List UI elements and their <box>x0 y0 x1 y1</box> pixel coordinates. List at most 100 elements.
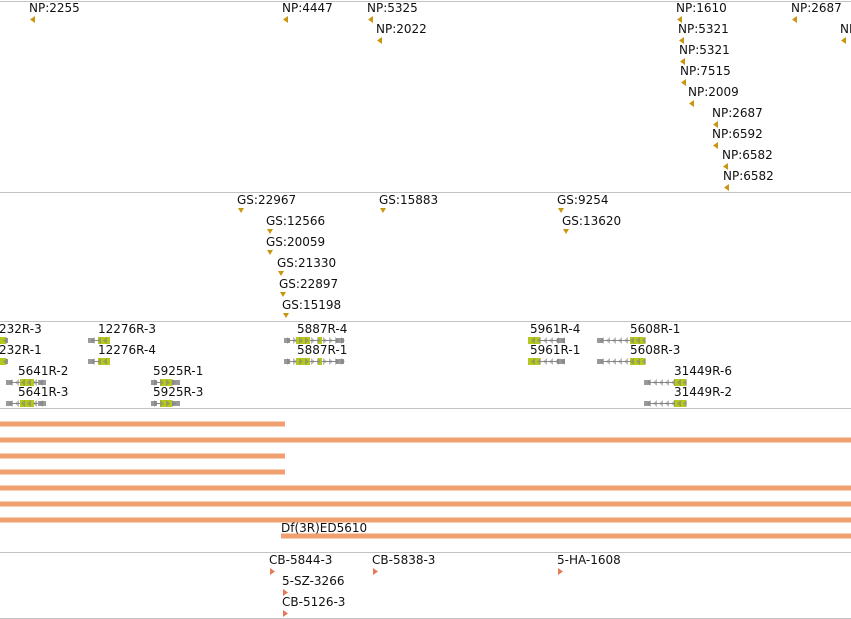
np-insertion[interactable]: NP:2022 <box>376 22 427 44</box>
strand-chevron <box>341 358 345 365</box>
strand-chevron <box>642 337 646 344</box>
gs-insertion[interactable]: GS:22967 <box>237 193 296 213</box>
strand-chevron <box>287 337 291 344</box>
transcript[interactable]: 5887R-1 <box>284 343 347 365</box>
strand-chevron <box>561 337 565 344</box>
transcript[interactable]: 5608R-1 <box>597 322 680 344</box>
strand-chevron <box>612 337 616 344</box>
transcript-label: 12276R-4 <box>98 343 156 357</box>
strand-chevron <box>166 379 170 386</box>
gs-insertion[interactable]: GS:9254 <box>557 193 609 213</box>
deficiency-bar[interactable] <box>0 469 285 475</box>
transcript[interactable]: 31449R-2 <box>644 385 732 407</box>
insertion-marker <box>267 250 273 255</box>
transcript-label: 12276R-3 <box>98 322 156 336</box>
strand-chevron <box>91 358 95 365</box>
transcript-label: 5925R-1 <box>153 364 203 378</box>
strand-chevron <box>27 379 31 386</box>
deficiency-bar[interactable] <box>0 437 851 443</box>
strand-chevron <box>335 337 339 344</box>
insertion-label: NP:7515 <box>680 64 731 78</box>
insertion-marker <box>280 292 286 297</box>
cb-insertion[interactable]: 5-SZ-3266 <box>282 574 344 596</box>
deficiency-bar[interactable] <box>0 501 851 507</box>
transcript[interactable]: 5641R-3 <box>6 385 68 407</box>
transcript-label: 232R-3 <box>0 322 42 336</box>
insertion-marker <box>30 16 35 23</box>
transcript[interactable]: 5887R-4 <box>284 322 347 344</box>
np-insertion[interactable]: NP:6582 <box>723 169 774 191</box>
insertion-label: GS:20059 <box>266 235 325 249</box>
deficiency-bar[interactable] <box>0 421 285 427</box>
insertion-label: NP:6582 <box>722 148 773 162</box>
gs-insertion[interactable]: GS:22897 <box>279 277 338 297</box>
strand-chevron <box>671 400 675 407</box>
strand-chevron <box>549 358 553 365</box>
np-insertion[interactable]: NP:1610 <box>676 1 727 23</box>
insertion-label: NI <box>840 22 851 36</box>
strand-chevron <box>293 358 297 365</box>
gs-insertion[interactable]: GS:15883 <box>379 193 438 213</box>
cb-insertion[interactable]: CB-5838-3 <box>372 553 435 575</box>
deficiency-bar[interactable] <box>0 517 851 523</box>
insertion-label: NP:2687 <box>712 106 763 120</box>
transcript[interactable]: 5961R-1 <box>528 343 580 365</box>
insertion-marker <box>681 79 686 86</box>
strand-chevron <box>172 400 176 407</box>
strand-chevron <box>21 379 25 386</box>
strand-chevron <box>618 337 622 344</box>
np-insertion[interactable]: NP:2009 <box>688 85 739 107</box>
strand-chevron <box>531 337 535 344</box>
transcript[interactable]: 5608R-3 <box>597 343 680 365</box>
np-insertion[interactable]: NP:4447 <box>282 1 333 23</box>
strand-chevron <box>647 400 651 407</box>
insertion-label: GS:22897 <box>279 277 338 291</box>
deficiency-label[interactable]: Df(3R)ED5610 <box>281 521 367 535</box>
cb-insertion[interactable]: CB-5126-3 <box>282 595 345 617</box>
strand-chevron <box>659 379 663 386</box>
np-insertion[interactable]: NP:2255 <box>29 1 80 23</box>
transcript[interactable]: 5925R-3 <box>151 385 203 407</box>
insertion-label: CB-5838-3 <box>372 553 435 567</box>
strand-chevron <box>39 400 43 407</box>
transcript[interactable]: 5925R-1 <box>151 364 203 386</box>
np-insertion[interactable]: NP:2687 <box>712 106 763 128</box>
cb-insertion[interactable]: CB-5844-3 <box>269 553 332 575</box>
deficiency-bar[interactable] <box>281 533 851 539</box>
insertion-marker <box>380 208 386 213</box>
transcript[interactable]: 232R-1 <box>0 343 42 365</box>
insertion-marker <box>713 121 718 128</box>
gs-insertion[interactable]: GS:20059 <box>266 235 325 255</box>
gs-insertion[interactable]: GS:12566 <box>266 214 325 234</box>
transcript[interactable]: 31449R-6 <box>644 364 732 386</box>
strand-chevron <box>683 379 687 386</box>
strand-chevron <box>103 358 107 365</box>
np-insertion[interactable]: NP:7515 <box>680 64 731 86</box>
transcript-label: 5608R-1 <box>630 322 680 336</box>
np-insertion[interactable]: NP:6592 <box>712 127 763 149</box>
transcript[interactable]: 12276R-3 <box>88 322 156 344</box>
np-insertion[interactable]: NP:5321 <box>678 22 729 44</box>
transcript[interactable]: 5641R-2 <box>6 364 68 386</box>
insertion-marker <box>558 568 563 575</box>
np-insertion[interactable]: NI <box>840 22 851 44</box>
transcript[interactable]: 12276R-4 <box>88 343 156 365</box>
gs-insertion[interactable]: GS:15198 <box>282 298 341 318</box>
strand-chevron <box>3 337 7 344</box>
insertion-label: 5-HA-1608 <box>557 553 621 567</box>
deficiency-bar[interactable] <box>0 485 851 491</box>
transcript-label: 5608R-3 <box>630 343 680 357</box>
transcript[interactable]: 5961R-4 <box>528 322 580 344</box>
np-insertion[interactable]: NP:5321 <box>679 43 730 65</box>
np-insertion[interactable]: NP:2687 <box>791 1 842 23</box>
cb-insertion[interactable]: 5-HA-1608 <box>557 553 621 575</box>
transcript[interactable]: 232R-3 <box>0 322 42 344</box>
insertion-label: GS:21330 <box>277 256 336 270</box>
np-insertion[interactable]: NP:6582 <box>722 148 773 170</box>
gs-insertion[interactable]: GS:21330 <box>277 256 336 276</box>
deficiency-bar[interactable] <box>0 453 285 459</box>
gs-insertion[interactable]: GS:13620 <box>562 214 621 234</box>
strand-chevron <box>15 400 19 407</box>
np-insertion[interactable]: NP:5325 <box>367 1 418 23</box>
